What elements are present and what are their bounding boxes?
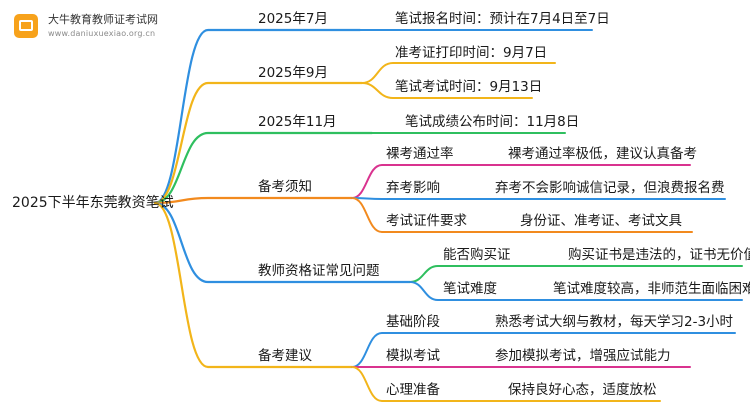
branch-faq[interactable]: 教师资格证常见问题 (258, 263, 380, 279)
subtopic-mock-exam[interactable]: 模拟考试 (386, 348, 440, 364)
leaf-exam-time[interactable]: 笔试考试时间：9月13日 (395, 79, 543, 95)
detail-absence-impact[interactable]: 弃考不会影响诚信记录，但浪费报名费 (495, 180, 725, 196)
leaf-connector-1-1 (361, 82, 533, 99)
detail-buy-certificate[interactable]: 购买证书是违法的，证书无价值 (568, 247, 750, 263)
branch-connector-5 (153, 201, 354, 369)
detail-pass-rate[interactable]: 裸考通过率极低，建议认真备考 (508, 146, 697, 162)
branch-connector-2 (153, 131, 374, 205)
leaf-connector-1-0 (361, 62, 556, 84)
leaf-admission-print-time[interactable]: 准考证打印时间：9月7日 (395, 45, 548, 61)
branch-2025-09[interactable]: 2025年9月 (258, 65, 328, 81)
sub-connector-3-0 (351, 164, 471, 199)
site-logo: 大牛教育教师证考试网 www.daniuxuexiao.org.cn (8, 8, 198, 44)
root-topic[interactable]: 2025下半年东莞教资笔试 (12, 195, 174, 211)
sub-connector-5-0 (351, 332, 471, 368)
sub-connector-4-1 (409, 281, 529, 301)
sub-connector-3-1 (351, 197, 471, 200)
subtopic-exam-difficulty[interactable]: 笔试难度 (443, 281, 497, 297)
subtopic-pass-rate[interactable]: 裸考通过率 (386, 146, 454, 162)
logo-site-url: www.daniuxuexiao.org.cn (48, 29, 156, 38)
detail-mental-prep[interactable]: 保持良好心态，适度放松 (508, 382, 657, 398)
detail-foundation-stage[interactable]: 熟悉考试大纲与教材，每天学习2-3小时 (495, 314, 734, 330)
subtopic-id-requirements[interactable]: 考试证件要求 (386, 213, 467, 229)
branch-exam-notes[interactable]: 备考须知 (258, 179, 312, 195)
subtopic-foundation-stage[interactable]: 基础阶段 (386, 314, 440, 330)
logo-book-icon (14, 14, 38, 38)
subtopic-buy-certificate[interactable]: 能否购买证 (443, 247, 511, 263)
branch-2025-07[interactable]: 2025年7月 (258, 11, 328, 27)
sub-connector-5-2 (351, 366, 471, 402)
logo-site-name: 大牛教育教师证考试网 (48, 13, 158, 26)
sub-connector-3-2 (351, 197, 471, 233)
subtopic-absence-impact[interactable]: 弃考影响 (386, 180, 440, 196)
subtopic-mental-prep[interactable]: 心理准备 (386, 382, 440, 398)
branch-connector-0 (153, 28, 362, 205)
branch-connector-4 (153, 201, 412, 284)
leaf-registration-time[interactable]: 笔试报名时间：预计在7月4日至7日 (395, 11, 610, 27)
detail-mock-exam[interactable]: 参加模拟考试，增强应试能力 (495, 348, 671, 364)
branch-connector-3 (153, 196, 354, 205)
detail-id-requirements[interactable]: 身份证、准考证、考试文具 (520, 213, 682, 229)
branch-connector-1 (153, 81, 364, 205)
branch-2025-11[interactable]: 2025年11月 (258, 114, 337, 130)
leaf-score-release-time[interactable]: 笔试成绩公布时间：11月8日 (405, 114, 580, 130)
detail-exam-difficulty[interactable]: 笔试难度较高，非师范生面临困难 (553, 281, 750, 297)
sub-connector-4-0 (409, 265, 529, 283)
branch-prep-advice[interactable]: 备考建议 (258, 348, 312, 364)
